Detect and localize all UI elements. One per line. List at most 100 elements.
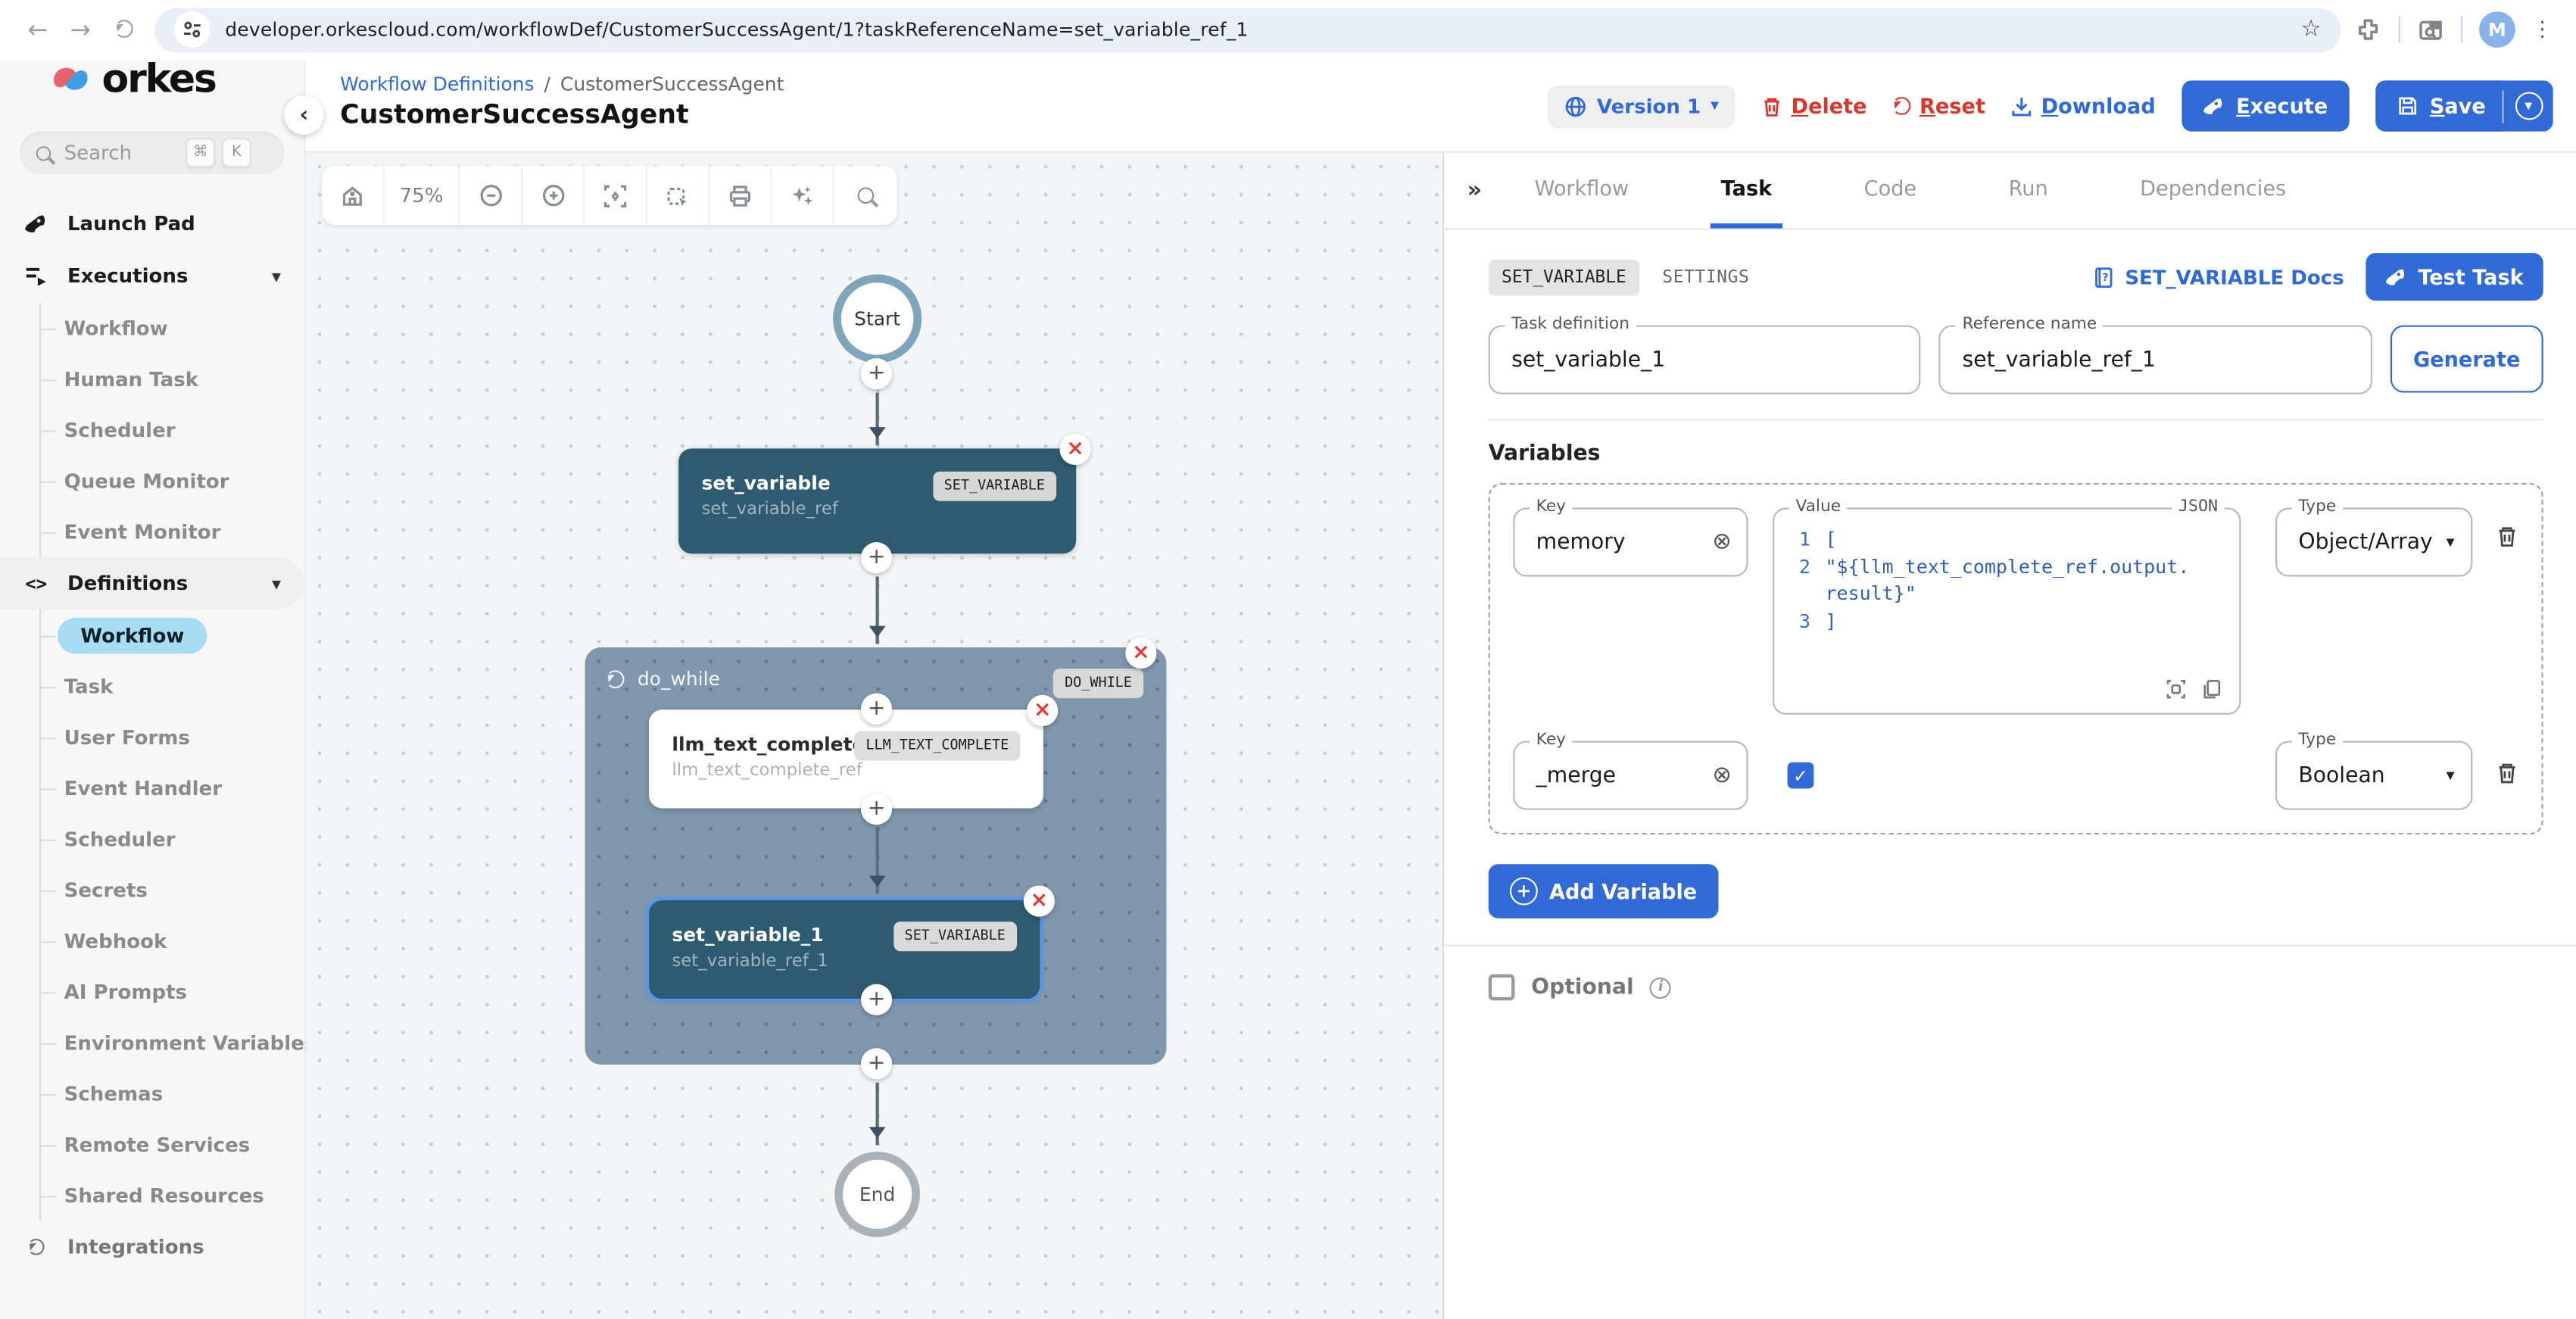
add-variable-button[interactable]: + Add Variable (1488, 864, 1719, 918)
tab-code[interactable]: Code (1863, 176, 1917, 201)
print-button[interactable] (709, 166, 772, 226)
panel-collapse-icon[interactable]: » (1467, 177, 1483, 204)
breadcrumb-workflow-definitions[interactable]: Workflow Definitions (340, 72, 535, 95)
sidebar-item-def-task[interactable]: Task (41, 660, 304, 711)
execute-button[interactable]: Execute (2181, 80, 2350, 132)
add-task-button[interactable]: + (860, 693, 893, 725)
delete-variable-button[interactable] (2496, 524, 2518, 555)
download-button[interactable]: Download (2012, 94, 2156, 118)
type-select[interactable]: Type Boolean ▾ (2275, 731, 2473, 810)
sidebar-section-definitions[interactable]: <> Definitions ▾ (0, 557, 304, 610)
clear-key-icon[interactable]: ⊗ (1712, 762, 1732, 789)
browser-menu-icon[interactable]: ⋮ (2531, 17, 2553, 42)
variable-row-memory: Key memory ⊗ Value JSON 1[ 2"${llm_text_… (1513, 497, 2518, 715)
task-definition-value: set_variable_1 (1511, 348, 1666, 373)
key-field[interactable]: Key memory ⊗ (1513, 497, 1748, 577)
search-input[interactable] (64, 141, 179, 164)
sidebar-item-human-task[interactable]: Human Task (41, 353, 304, 404)
remove-group-icon[interactable]: × (1125, 637, 1157, 669)
sidebar-item-schemas[interactable]: Schemas (41, 1068, 304, 1118)
info-icon[interactable]: i (1650, 976, 1672, 999)
key-field[interactable]: Key _merge ⊗ (1513, 731, 1748, 810)
test-task-button[interactable]: Test Task (2365, 253, 2543, 301)
generate-button[interactable]: Generate (2390, 325, 2543, 393)
sidebar-item-def-workflow[interactable]: Workflow (41, 610, 304, 660)
search-tabs-icon[interactable] (2417, 16, 2445, 44)
zoom-out-button[interactable] (460, 166, 522, 226)
add-task-button[interactable]: + (860, 1048, 893, 1080)
save-button[interactable]: Save (2375, 80, 2503, 132)
url-text[interactable]: developer.orkescloud.com/workflowDef/Cus… (225, 17, 1249, 42)
zoom-in-button[interactable] (522, 166, 585, 226)
json-mode-tag: JSON (2172, 497, 2225, 516)
copy-icon[interactable] (2201, 678, 2222, 700)
start-node[interactable]: Start (833, 274, 922, 363)
sidebar-item-remote-services[interactable]: Remote Services (41, 1119, 304, 1170)
sidebar-item-def-scheduler[interactable]: Scheduler (41, 813, 304, 864)
sidebar-item-launch-pad[interactable]: Launch Pad (0, 197, 304, 249)
end-node[interactable]: End (834, 1151, 921, 1237)
value-checkbox[interactable]: ✓ (1787, 762, 1814, 789)
delete-variable-button[interactable] (2496, 759, 2518, 790)
workflow-canvas[interactable]: 75% (305, 152, 1442, 1319)
home-view-button[interactable] (322, 166, 385, 226)
reload-icon[interactable] (102, 15, 145, 45)
subtab-set-variable[interactable]: SET_VARIABLE (1488, 258, 1640, 295)
sidebar-item-event-monitor[interactable]: Event Monitor (41, 506, 304, 557)
reference-name-field[interactable]: Reference name set_variable_ref_1 (1939, 315, 2372, 394)
ai-sparkles-button[interactable] (772, 166, 835, 226)
sidebar-item-ai-prompts[interactable]: AI Prompts (41, 966, 304, 1017)
profile-avatar[interactable]: M (2479, 11, 2515, 48)
task-node-set-variable-1[interactable]: × set_variable_1 set_variable_ref_1 SET_… (645, 885, 1055, 1003)
tab-workflow[interactable]: Workflow (1534, 176, 1629, 201)
back-icon[interactable]: ← (27, 14, 48, 45)
task-node-set-variable[interactable]: × set_variable set_variable_ref SET_VARI… (678, 433, 1091, 554)
sidebar-item-shared-resources[interactable]: Shared Resources (41, 1170, 304, 1221)
sidebar-item-event-handler[interactable]: Event Handler (41, 762, 304, 813)
task-definition-field[interactable]: Task definition set_variable_1 (1488, 315, 1922, 394)
sidebar-collapse-button[interactable]: ‹ (284, 95, 324, 135)
sidebar-section-integrations[interactable]: Integrations (0, 1221, 304, 1273)
fit-view-button[interactable] (585, 166, 647, 226)
url-bar[interactable]: developer.orkescloud.com/workflowDef/Cus… (154, 7, 2341, 52)
docs-link[interactable]: ? SET_VARIABLE Docs (2094, 265, 2344, 288)
type-select[interactable]: Type Object/Array ▾ (2275, 497, 2473, 577)
add-task-button[interactable]: + (860, 357, 893, 390)
tab-task[interactable]: Task (1711, 153, 1782, 229)
sidebar-item-environment-variables[interactable]: Environment Variables (41, 1017, 316, 1068)
optional-checkbox[interactable] (1488, 974, 1515, 1001)
sidebar-search[interactable]: ⌘ K (20, 131, 285, 174)
sidebar-section-executions[interactable]: Executions ▾ (0, 250, 304, 302)
sidebar-item-user-forms[interactable]: User Forms (41, 711, 304, 762)
add-task-button[interactable]: + (860, 542, 893, 574)
tab-dependencies[interactable]: Dependencies (2140, 176, 2287, 201)
search-canvas-button[interactable] (834, 166, 897, 225)
value-json-editor[interactable]: Value JSON 1[ 2"${llm_text_complete_ref.… (1773, 497, 2241, 715)
sidebar-item-exec-workflow[interactable]: Workflow (41, 302, 304, 353)
forward-icon[interactable]: → (70, 14, 91, 45)
select-area-button[interactable] (647, 166, 710, 226)
remove-task-icon[interactable]: × (1027, 694, 1059, 727)
sidebar-item-secrets[interactable]: Secrets (41, 864, 304, 915)
sidebar-item-exec-scheduler[interactable]: Scheduler (41, 404, 304, 455)
clear-key-icon[interactable]: ⊗ (1712, 529, 1732, 556)
panel-tabs: » Workflow Task Code Run Dependencies (1444, 153, 2576, 230)
extensions-icon[interactable] (2354, 16, 2382, 44)
expand-editor-icon[interactable] (2166, 678, 2187, 700)
tab-run[interactable]: Run (2008, 176, 2048, 201)
do-while-group[interactable]: × do_while DO_WHILE + × llm_text_complet… (585, 637, 1167, 1080)
task-node-llm-text-complete[interactable]: × llm_text_complete llm_text_complete_re… (649, 694, 1059, 809)
add-task-button[interactable]: + (860, 793, 893, 825)
remove-task-icon[interactable]: × (1059, 433, 1091, 466)
save-options-button[interactable]: ▾ (2504, 92, 2553, 120)
remove-task-icon[interactable]: × (1023, 885, 1055, 917)
add-task-button[interactable]: + (860, 984, 893, 1015)
sidebar-item-queue-monitor[interactable]: Queue Monitor (41, 455, 304, 506)
delete-button[interactable]: Delete (1761, 94, 1867, 118)
version-selector[interactable]: Version 1 ▾ (1547, 84, 1736, 128)
site-settings-icon[interactable] (173, 11, 211, 48)
subtab-settings[interactable]: SETTINGS (1662, 267, 1750, 287)
bookmark-star-icon[interactable]: ☆ (2300, 16, 2322, 43)
sidebar-item-webhook[interactable]: Webhook (41, 915, 304, 966)
reset-button[interactable]: Reset (1893, 94, 1985, 118)
